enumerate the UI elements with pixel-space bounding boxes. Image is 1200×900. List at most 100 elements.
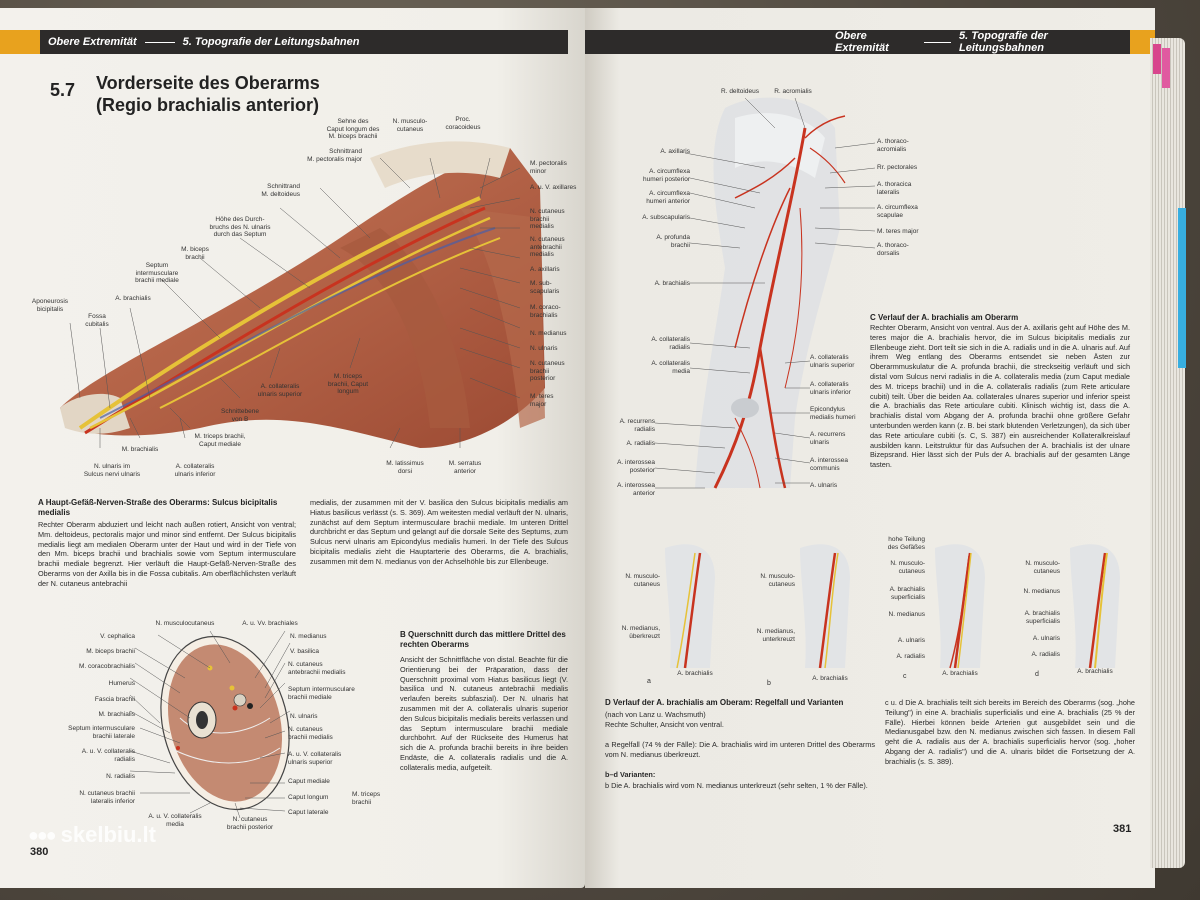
- label-dd-brachialis: A. brachialis: [1077, 668, 1113, 675]
- label-n-ulnaris-sulcus: N. ulnaris im Sulcus nervi ulnaris: [83, 463, 141, 478]
- label-dc-superficialis: A. brachialis superficialis: [889, 586, 925, 601]
- label-b-cut-brach-med: N. cutaneus brachii medialis: [288, 726, 333, 741]
- label-c-interossea-post: A. interossea posterior: [617, 459, 655, 474]
- label-da-musculo: N. musculo- cutaneus: [625, 573, 660, 588]
- index-tab-pink: [1153, 44, 1161, 74]
- watermark: ●●● skelbiu.lt: [28, 822, 156, 848]
- label-db-musculo: N. musculo- cutaneus: [760, 573, 795, 588]
- label-biceps: M. biceps brachii: [181, 246, 209, 261]
- label-latissimus: M. latissimus dorsi: [386, 460, 424, 475]
- variant-c-arm: [935, 544, 985, 669]
- label-c-thoracodorsalis: A. thoraco- dorsalis: [877, 242, 909, 257]
- label-c-circ-ant: A. circumflexa humeri anterior: [646, 190, 690, 205]
- label-b-cephalica: V. cephalica: [100, 633, 135, 640]
- label-b-collat-rad: A. u. V. collateralis radialis: [81, 748, 135, 763]
- label-c-acromialis: R. acromialis: [774, 88, 812, 95]
- label-vv-axillares: A. u. V. axillares: [530, 184, 577, 191]
- figure-a-arm-illustration: [60, 141, 545, 449]
- label-collat-superior: A. collateralis ulnaris superior: [257, 383, 303, 398]
- header-left-chapter: 5. Topografie der Leitungsbahnen: [182, 36, 360, 48]
- label-c-recurrens-uln: A. recurrens ulnaris: [810, 431, 846, 446]
- label-cut-antebrachii: N. cutaneus antebrachii medialis: [530, 236, 565, 258]
- header-right-chapter: 5. Topografie der Leitungsbahnen: [959, 30, 1048, 54]
- caption-d-b: b Die A. brachialis wird vom N. medianus…: [605, 781, 868, 790]
- label-b-cut-ante: N. cutaneus antebrachii medialis: [288, 661, 346, 676]
- caption-b-title: B Querschnitt durch das mittlere Drittel…: [400, 630, 566, 649]
- page-edges: [1150, 38, 1185, 868]
- label-dc-hohe: hohe Teilung des Gefäßes: [887, 536, 925, 551]
- label-b-coraco: M. coracobrachialis: [79, 663, 135, 670]
- label-b-cap-med: Caput mediale: [288, 778, 330, 785]
- label-b-collat-media: A. u. V. collateralis media: [148, 813, 202, 828]
- label-fossa: Fossa cubitalis: [85, 313, 109, 328]
- label-dd-musculo: N. musculo- cutaneus: [1025, 560, 1060, 575]
- label-b-cap-lat: Caput laterale: [288, 809, 329, 816]
- label-db-brachialis: A. brachialis: [812, 675, 848, 682]
- index-tab-magenta: [1162, 48, 1170, 88]
- header-right-title: Obere Extremität: [835, 30, 889, 54]
- label-c-subscapularis: A. subscapularis: [642, 214, 690, 221]
- label-teres-major: M. teres major: [530, 393, 554, 408]
- label-serratus: M. serratus anterior: [448, 460, 482, 475]
- letter-d: d: [1035, 671, 1039, 678]
- label-b-triceps: M. triceps brachii: [352, 791, 381, 806]
- label-b-septum-med: Septum intermusculare brachii mediale: [288, 686, 355, 701]
- label-b-humerus: Humerus: [108, 680, 135, 687]
- variant-b-arm: [800, 544, 850, 669]
- label-b-cut-lat-inf: N. cutaneus brachii lateralis inferior: [79, 790, 135, 805]
- label-c-radialis: A. radialis: [626, 440, 655, 447]
- watermark-text: skelbiu.lt: [60, 822, 156, 847]
- header-bar-left: Obere Extremität 5. Topografie der Leitu…: [40, 30, 568, 54]
- caption-c-text: Rechter Oberarm, Ansicht von ventral. Au…: [870, 323, 1130, 470]
- index-tab-blue: [1178, 208, 1186, 368]
- label-c-collat-sup: A. collateralis ulnaris superior: [810, 354, 855, 369]
- label-b-musculocut: N. musculocutaneus: [155, 620, 215, 627]
- label-hoehe-durchbruch: Höhe des Durch- bruchs des N. ulnaris du…: [209, 216, 271, 238]
- label-c-profunda: A. profunda brachii: [656, 234, 690, 249]
- header-left-title: Obere Extremität: [48, 36, 137, 48]
- section-number: 5.7: [50, 80, 76, 100]
- caption-d-cd: c u. d Die A. brachialis teilt sich bere…: [885, 698, 1135, 766]
- figure-d-variants: [665, 544, 1120, 669]
- caption-a-text-col2: medialis, der zusammen mit der V. basili…: [310, 498, 568, 566]
- caption-d-sub: (nach von Lanz u. Wachsmuth) Rechte Schu…: [605, 710, 724, 729]
- label-b-cap-long: Caput longum: [288, 794, 329, 801]
- page-number-left: 380: [30, 846, 49, 858]
- figure-b-leader-lines: [129, 630, 291, 819]
- label-schnittrand-delt: Schnittrand M. deltoideus: [261, 183, 300, 198]
- label-b-fascia: Fascia brachii: [94, 696, 135, 703]
- label-septum-mediale: Septum intermusculare brachii mediale: [135, 262, 179, 284]
- label-cut-brachii: N. cutaneus brachii medialis: [530, 208, 565, 230]
- label-subscapularis: M. sub- scapularis: [530, 280, 560, 295]
- label-c-thoraco-acr: A. thoraco- acromialis: [877, 138, 909, 153]
- caption-d-regelfall: a Regelfall (74 % der Fälle): Die A. bra…: [605, 740, 875, 759]
- letter-b: b: [767, 680, 771, 687]
- left-page: Obere Extremität 5. Topografie der Leitu…: [0, 8, 585, 888]
- label-dc-medianus: N. medianus: [888, 611, 926, 618]
- label-b-cut-post: N. cutaneus brachii posterior: [226, 816, 274, 831]
- label-b-septum-lat: Septum intermusculare brachii laterale: [68, 725, 135, 740]
- letter-c: c: [903, 673, 907, 680]
- label-b-vv-brach: A. u. Vv. brachiales: [242, 620, 298, 627]
- label-a-brachialis: A. brachialis: [115, 295, 151, 302]
- section-title: Vorderseite des Oberarms (Regio brachial…: [96, 73, 320, 115]
- label-dc-radialis: A. radialis: [896, 653, 925, 660]
- label-coracobrachialis: M. coraco- brachialis: [530, 304, 561, 319]
- figure-b-cross-section: [160, 635, 290, 811]
- label-c-teres: M. teres major: [877, 228, 919, 235]
- caption-c-title: C Verlauf der A. brachialis am Oberarm: [870, 313, 1019, 322]
- caption-d-title: D Verlauf der A. brachialis am Oberam: R…: [605, 698, 844, 707]
- label-triceps-med: M. triceps brachii, Caput mediale: [194, 433, 246, 448]
- label-dd-ulnaris: A. ulnaris: [1032, 635, 1060, 642]
- label-c-epicondylus: Epicondylus medialis humeri: [810, 406, 856, 421]
- label-dd-superficialis: A. brachialis superficialis: [1024, 610, 1060, 625]
- label-schnittrand-pect: Schnittrand M. pectoralis major: [307, 148, 362, 163]
- label-c-collat-rad: A. collateralis radialis: [651, 336, 690, 351]
- label-dd-radialis: A. radialis: [1031, 651, 1060, 658]
- caption-a-text-col1: Rechter Oberarm abduziert und leicht nac…: [38, 520, 296, 588]
- label-a-axillaris: A. axillaris: [530, 266, 560, 273]
- label-dd-medianus: N. medianus: [1023, 588, 1061, 595]
- open-book: Obere Extremität 5. Topografie der Leitu…: [0, 8, 1186, 898]
- variant-a-arm: [665, 544, 715, 669]
- label-aponeurosis: Aponeurosis bicipitalis: [31, 298, 69, 313]
